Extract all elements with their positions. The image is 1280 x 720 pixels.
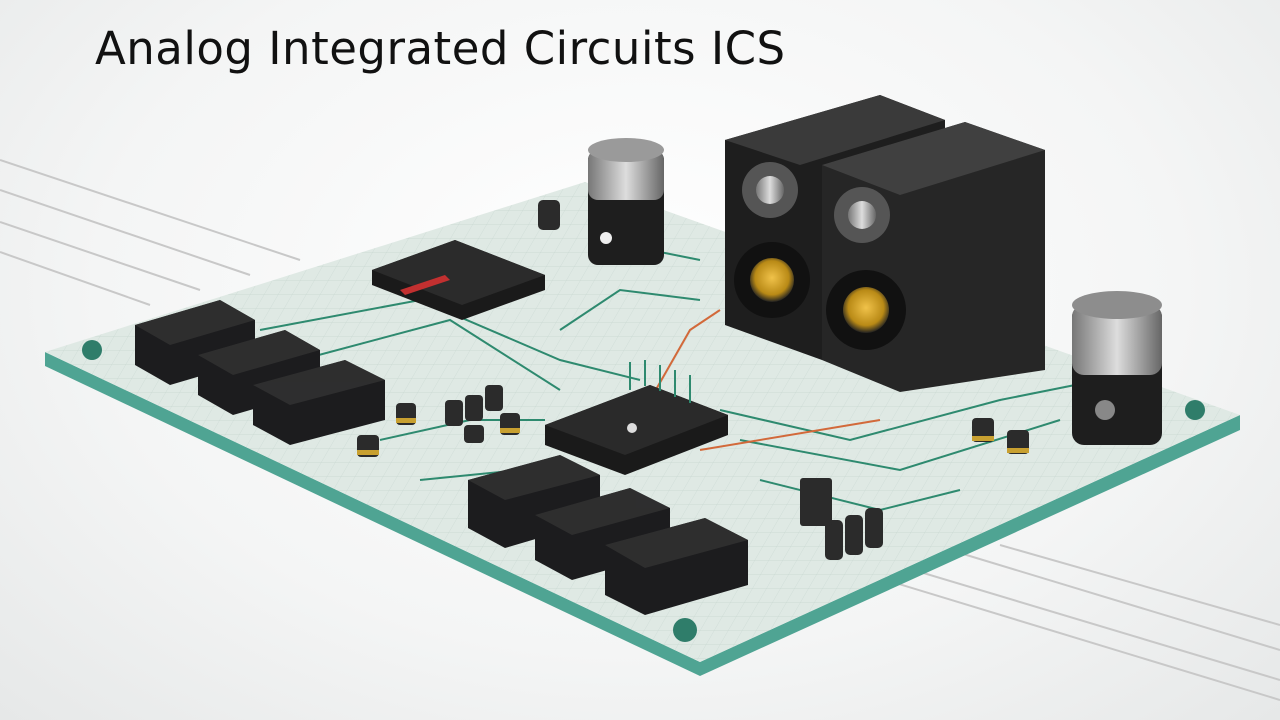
main-ic-chip (545, 360, 728, 475)
page-title: Analog Integrated Circuits ICS (95, 22, 786, 75)
speaker-right (822, 122, 1045, 392)
top-ic-chip (372, 240, 545, 320)
background-wires (0, 159, 1280, 701)
cylinder-component-right (1072, 291, 1162, 445)
capacitors (357, 200, 1029, 560)
cylinder-component-top (588, 138, 664, 265)
